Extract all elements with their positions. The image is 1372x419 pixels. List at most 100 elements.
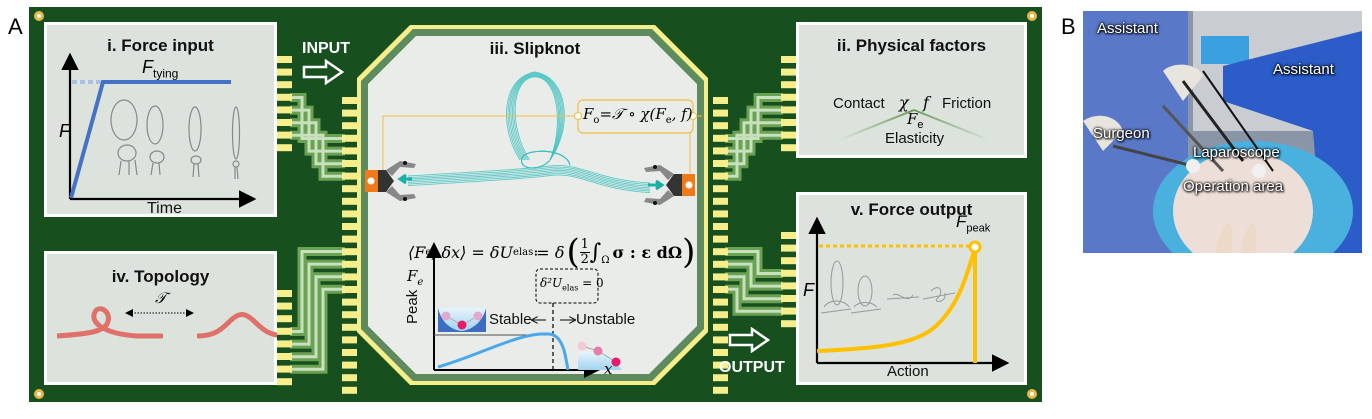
pcb-pin bbox=[342, 210, 357, 218]
pcb-pin bbox=[713, 336, 728, 344]
pcb-pin bbox=[781, 307, 796, 315]
eq-integrand: σ : ε dΩ bbox=[612, 242, 683, 262]
formula-rhs-sub: e bbox=[665, 115, 672, 126]
stability-curve bbox=[437, 332, 570, 371]
pcb-pin bbox=[713, 298, 728, 306]
topology-title: iv. Topology bbox=[111, 267, 210, 286]
pcb-pin bbox=[342, 235, 357, 243]
eq-integral-sub: Ω bbox=[601, 254, 610, 266]
condition-box bbox=[535, 268, 599, 304]
pcb-trace bbox=[290, 287, 345, 371]
pcb-pin bbox=[713, 210, 728, 218]
output-label: OUTPUT bbox=[719, 359, 785, 376]
slipknot-rope bbox=[407, 71, 651, 194]
condition-pre: δ²U bbox=[540, 276, 563, 290]
pcb-pin bbox=[781, 320, 796, 328]
time-x-label: Time bbox=[147, 200, 182, 217]
photo-label-surgeon: Surgeon bbox=[1093, 125, 1150, 142]
fpeak-sub: peak bbox=[966, 222, 991, 235]
pcb-pin bbox=[713, 97, 728, 104]
input-label: INPUT bbox=[302, 40, 350, 57]
pcb-pin bbox=[277, 365, 292, 373]
ftying-sub: tying bbox=[153, 66, 179, 81]
knot-sketch-icons bbox=[110, 99, 241, 180]
formula-node-left bbox=[574, 112, 582, 120]
eq-integral: ∫ bbox=[589, 239, 602, 265]
pcb-pin bbox=[277, 131, 292, 139]
pcb-pin bbox=[713, 386, 728, 394]
ftying-label: Ftying bbox=[142, 57, 178, 81]
formula-node-right bbox=[689, 112, 697, 120]
rope-strand bbox=[407, 172, 651, 192]
pcb-pin bbox=[713, 361, 728, 369]
pcb-pin bbox=[781, 244, 796, 252]
slipknot-title: iii. Slipknot bbox=[489, 39, 581, 58]
pcb-pin bbox=[277, 144, 292, 152]
pcb-pin bbox=[342, 311, 357, 319]
contact-label: Contact bbox=[833, 95, 885, 112]
pcb-pin bbox=[713, 197, 728, 205]
force-input-curve bbox=[69, 80, 231, 199]
photo-label-assistant-right: Assistant bbox=[1273, 61, 1334, 78]
pcb-pin bbox=[342, 223, 357, 230]
pcb-pin bbox=[342, 286, 357, 293]
pcb-pin bbox=[713, 311, 728, 319]
action-x-label: Action bbox=[887, 363, 929, 380]
force-output-y-label: F bbox=[803, 280, 814, 300]
photo-label-operation-area: Operation area bbox=[1183, 178, 1284, 195]
pcb-pin bbox=[342, 349, 357, 356]
photo-label-assistant-left: Assistant bbox=[1097, 20, 1158, 37]
pcb-pin bbox=[713, 260, 728, 268]
formula-rhs: =𝒯 ∘ χ(F bbox=[599, 105, 666, 123]
physical-factors-panel: ii. Physical factors Contact χ f Frictio… bbox=[796, 22, 1027, 158]
pcb-pin bbox=[277, 315, 292, 323]
eq-paren-open: ( bbox=[566, 232, 580, 272]
pcb-pin bbox=[342, 361, 357, 369]
pcb-pin bbox=[713, 286, 728, 293]
pcb-pin bbox=[277, 290, 292, 297]
mount-hole-icon bbox=[34, 389, 44, 399]
pcb-trace bbox=[290, 108, 345, 153]
pcb-pin bbox=[713, 349, 728, 356]
eq-mid: ≔ δ bbox=[533, 242, 565, 262]
pcb-trace bbox=[725, 250, 783, 275]
pcb-pin bbox=[781, 232, 796, 239]
eq-frac-num: 1 bbox=[580, 236, 589, 252]
pcb-trace bbox=[725, 96, 783, 140]
pcb-pin bbox=[342, 109, 357, 117]
pcb-pin bbox=[713, 109, 728, 117]
pcb-pin bbox=[781, 119, 796, 126]
pcb-pin bbox=[713, 147, 728, 155]
pcb-pin bbox=[342, 172, 357, 180]
condition-sub: elas bbox=[562, 283, 579, 293]
force-input-panel: i. Force input F Ftying Time bbox=[44, 22, 277, 217]
fpeak-point bbox=[968, 240, 982, 254]
unstable-hill-icon bbox=[577, 341, 622, 370]
pcb-pin bbox=[781, 93, 796, 101]
condition-post: = 0 bbox=[578, 276, 604, 290]
formula-lhs-sub: o bbox=[593, 115, 600, 126]
friction-label: Friction bbox=[942, 95, 992, 112]
pcb-pin bbox=[277, 106, 292, 114]
peak-axis-label: Peak bbox=[404, 289, 421, 324]
pcb-pin bbox=[342, 97, 357, 104]
friction-symbol: f bbox=[923, 93, 929, 112]
pcb-trace bbox=[290, 275, 345, 359]
pcb-pin bbox=[713, 122, 728, 130]
force-output-panel: v. Force output F Fpeak Action bbox=[796, 192, 1027, 385]
panel-letter-b: B bbox=[1061, 14, 1076, 39]
pcb-pin bbox=[277, 340, 292, 348]
pcb-pin bbox=[713, 323, 728, 331]
topology-operator: 𝒯 bbox=[155, 289, 167, 307]
force-y-label: F bbox=[59, 121, 70, 141]
eq-lhs-sub: e bbox=[425, 246, 432, 258]
pcb-trace bbox=[725, 121, 783, 166]
pcb-pin bbox=[713, 172, 728, 180]
pcb-pin bbox=[277, 327, 292, 335]
force-output-title: v. Force output bbox=[850, 200, 973, 219]
pcb-pin bbox=[713, 223, 728, 230]
elastic-symbol-sub: e bbox=[917, 119, 924, 131]
rope-strand bbox=[407, 164, 651, 184]
pcb-pin bbox=[342, 147, 357, 155]
